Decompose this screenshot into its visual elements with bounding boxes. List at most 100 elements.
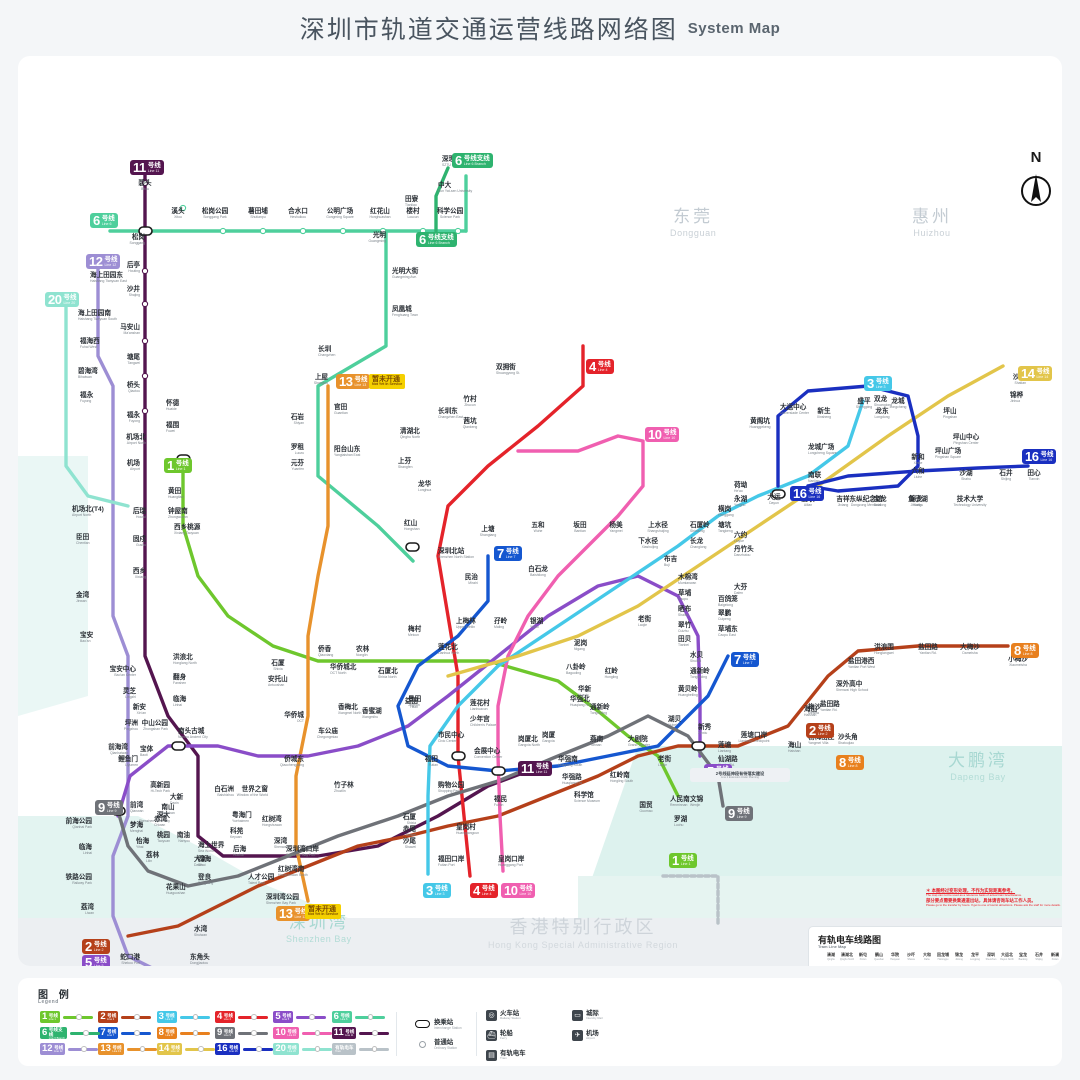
line-label-cn: 号线 [663,428,677,436]
line-label-cn: 号线 [175,459,189,467]
line-label-en: Line 4 [481,891,492,896]
legend-line-swatch [179,1012,210,1022]
railway-icon: ◎ [486,1010,497,1021]
tram-station-cn: 新澜 [1051,952,1059,957]
legend-line-cn: 号线 [107,1029,117,1034]
legend-line-en: Line 14 [170,1050,180,1053]
legend-divider-2 [476,1012,477,1056]
legend-line-en: Line 4 [223,1018,231,1021]
tram-station-en: Jinlong [955,957,963,961]
tram-line-map-inset[interactable]: 有轨电车线路图 Tram Line Map 4号线 4号线 清湖Qinghu清湖… [808,926,1062,966]
legend-line-swatch [121,1012,152,1022]
airport-icon: ✈ [572,1030,583,1041]
tram-station-en: Shijing [1035,957,1043,961]
line-number: 8 [839,755,846,770]
facility-name-en: Tram [500,1056,507,1061]
legend-line-swatch [354,1012,385,1022]
line-number: 8 [1014,643,1021,658]
line-label-cn: 号线 [817,724,831,732]
legend-line-number: 14 [158,1043,170,1055]
tram-station-cn: 深圳 [987,952,995,957]
line-number: 16 [1025,449,1039,464]
legend-divider-1 [396,1012,397,1056]
line2-extension-note: 2号线延伸段有待落实建设 Line 2 Extension Under Plan… [690,768,790,783]
line-12-track [96,264,152,966]
tram-station-cn: 锦龙 [955,952,963,957]
facility-name-cn: 城际 [586,1010,599,1018]
line-2-track [126,644,1010,938]
line-label-en: Line 3 [434,891,445,896]
line-label-cn: 号线 [354,375,368,383]
legend-line-swatch [237,1028,268,1038]
line-number: 7 [734,652,741,667]
legend-line-en: Line 2 [107,1018,115,1021]
tram-station-cn: 回龙埔 [937,952,949,957]
tram-station-en: Baolong [1018,957,1028,961]
line-6-track [108,174,468,563]
line-label-cn: 号线 [101,214,115,222]
legend-line-cn: 号线 [48,1013,58,1018]
legend-line-cn: 号线 [287,1045,297,1050]
line-label-cn: 号线 [434,884,448,892]
line-number: 3 [426,883,433,898]
line-number: 6 [455,153,462,168]
metro-map-canvas[interactable]: .ln { fill:none; stroke-linecap:round; s… [18,56,1062,966]
legend-line-swatch [184,1044,215,1054]
legend-line-swatch [301,1044,332,1054]
legend-line-number: 4 [216,1011,223,1023]
